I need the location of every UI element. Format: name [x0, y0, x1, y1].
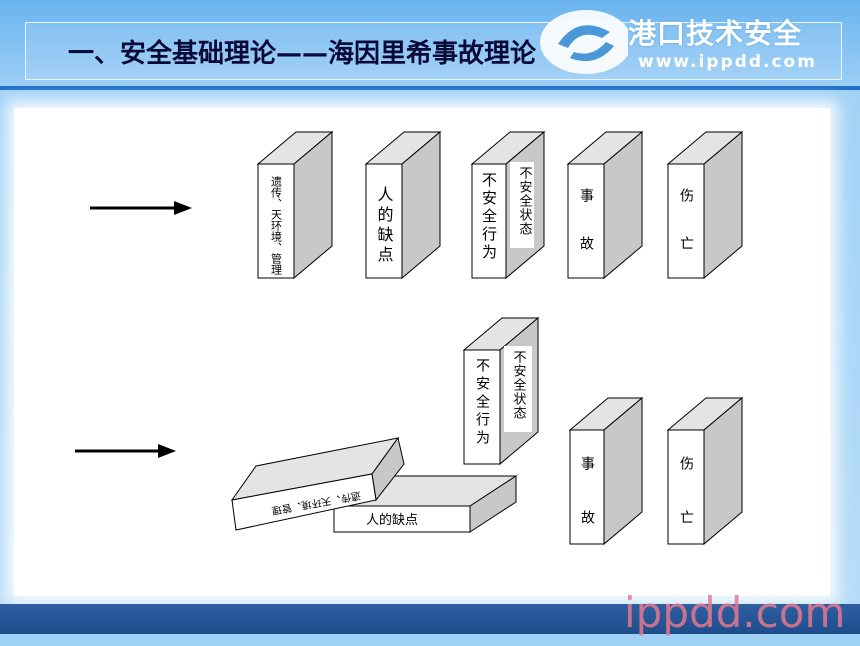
domino-label: 事故	[578, 188, 594, 284]
title-frame	[25, 22, 842, 80]
domino-injury-row2: 伤亡	[666, 396, 744, 564]
brand-url: www.ippdd.com	[638, 52, 817, 72]
domino-unsafe-row2: 不安全行为 不安全状态	[462, 316, 540, 466]
domino-label: 伤亡	[678, 188, 694, 284]
domino-heredity-row1: 遗传、天环境、管理	[256, 130, 334, 280]
domino-label-left: 不安全行为	[480, 172, 498, 262]
domino-accident-row2: 事故	[568, 396, 644, 564]
domino-label: 遗传、天环境、管理	[270, 175, 283, 275]
arrow-row2	[75, 444, 176, 458]
brand-logo-icon	[540, 10, 628, 74]
domino-label: 人的缺点	[375, 186, 394, 266]
domino-accident-row1: 事故	[566, 130, 644, 284]
brand-name: 港口技术安全	[628, 17, 803, 50]
domino-label: 人的缺点	[366, 512, 418, 528]
domino-label-right: 不安全状态	[511, 350, 527, 420]
domino-label-right: 不安全状态	[517, 166, 533, 236]
watermark-text: ippdd.com	[624, 588, 846, 637]
arrow-row1	[90, 201, 192, 215]
domino-label: 伤亡	[678, 456, 694, 564]
domino-injury-row1: 伤亡	[666, 130, 744, 284]
domino-personal-defect-row1: 人的缺点	[364, 130, 442, 280]
footer-strip	[0, 634, 860, 646]
header-divider	[0, 86, 860, 90]
page-title: 一、安全基础理论——海因里希事故理论	[68, 39, 537, 69]
footer-bar	[0, 604, 860, 634]
header-bar: 一、安全基础理论——海因里希事故理论 港口技术安全 www.ippdd.com	[0, 0, 860, 92]
domino-unsafe-row1: 不安全行为 不安全状态	[470, 130, 546, 280]
domino-label: 事故	[579, 456, 595, 564]
domino-label-left: 不安全行为	[474, 358, 490, 448]
